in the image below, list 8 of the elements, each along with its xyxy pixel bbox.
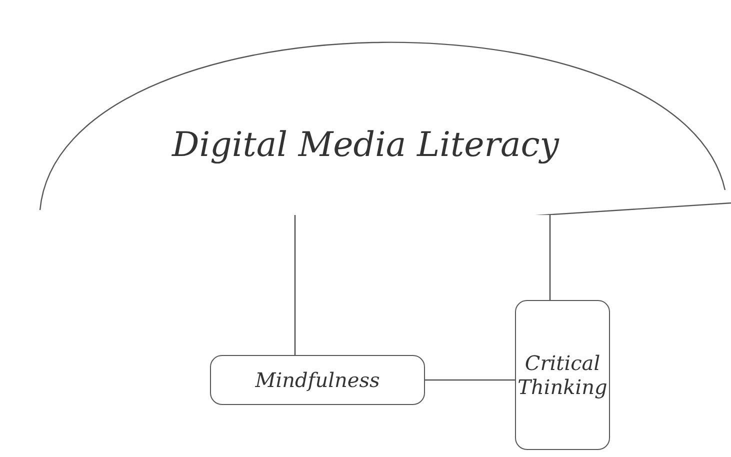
node-label: Mindfulness — [255, 368, 380, 392]
connector-line — [425, 379, 515, 381]
rounded-box — [515, 300, 610, 450]
rounded-box — [210, 355, 425, 405]
connector-line — [549, 215, 551, 300]
node-label: Digital Media Literacy — [172, 125, 560, 165]
connector-line — [294, 215, 296, 355]
node-label: Critical Thinking — [518, 351, 608, 399]
